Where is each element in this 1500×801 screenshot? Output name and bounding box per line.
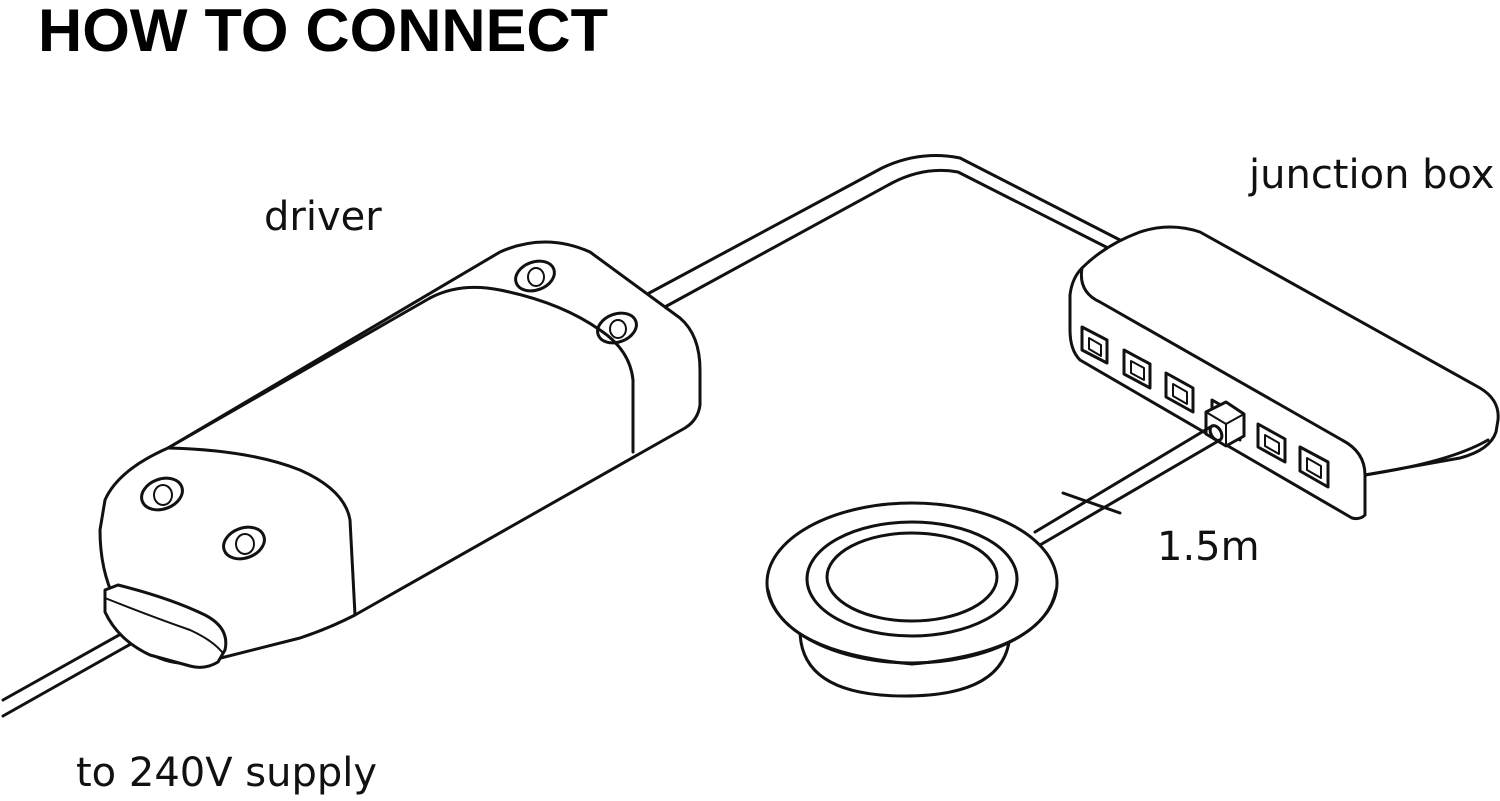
driver-front-screw-2 (222, 525, 266, 561)
driver-front-screw-1 (140, 476, 184, 512)
junction-port-2 (1122, 348, 1152, 390)
junction-box (1068, 225, 1500, 521)
supply-label: to 240V supply (76, 750, 377, 796)
light-cable (1033, 424, 1224, 547)
page-title: HOW TO CONNECT (38, 0, 608, 64)
junction-port-6 (1298, 445, 1330, 489)
junction-port-4-plugged (1204, 398, 1246, 448)
driver-back-screw-1 (514, 259, 556, 293)
driver-label: driver (264, 194, 382, 240)
junction-port-5 (1256, 422, 1287, 464)
junction-port-3 (1164, 371, 1195, 414)
downlight (765, 501, 1059, 698)
driver-to-junction-cable (638, 154, 1122, 316)
cable-length-label: 1.5m (1157, 524, 1260, 570)
junction-port-1 (1080, 325, 1109, 365)
driver-back-screw-2 (596, 311, 638, 345)
driver-unit (98, 240, 702, 669)
junction-box-label: junction box (1248, 152, 1494, 198)
